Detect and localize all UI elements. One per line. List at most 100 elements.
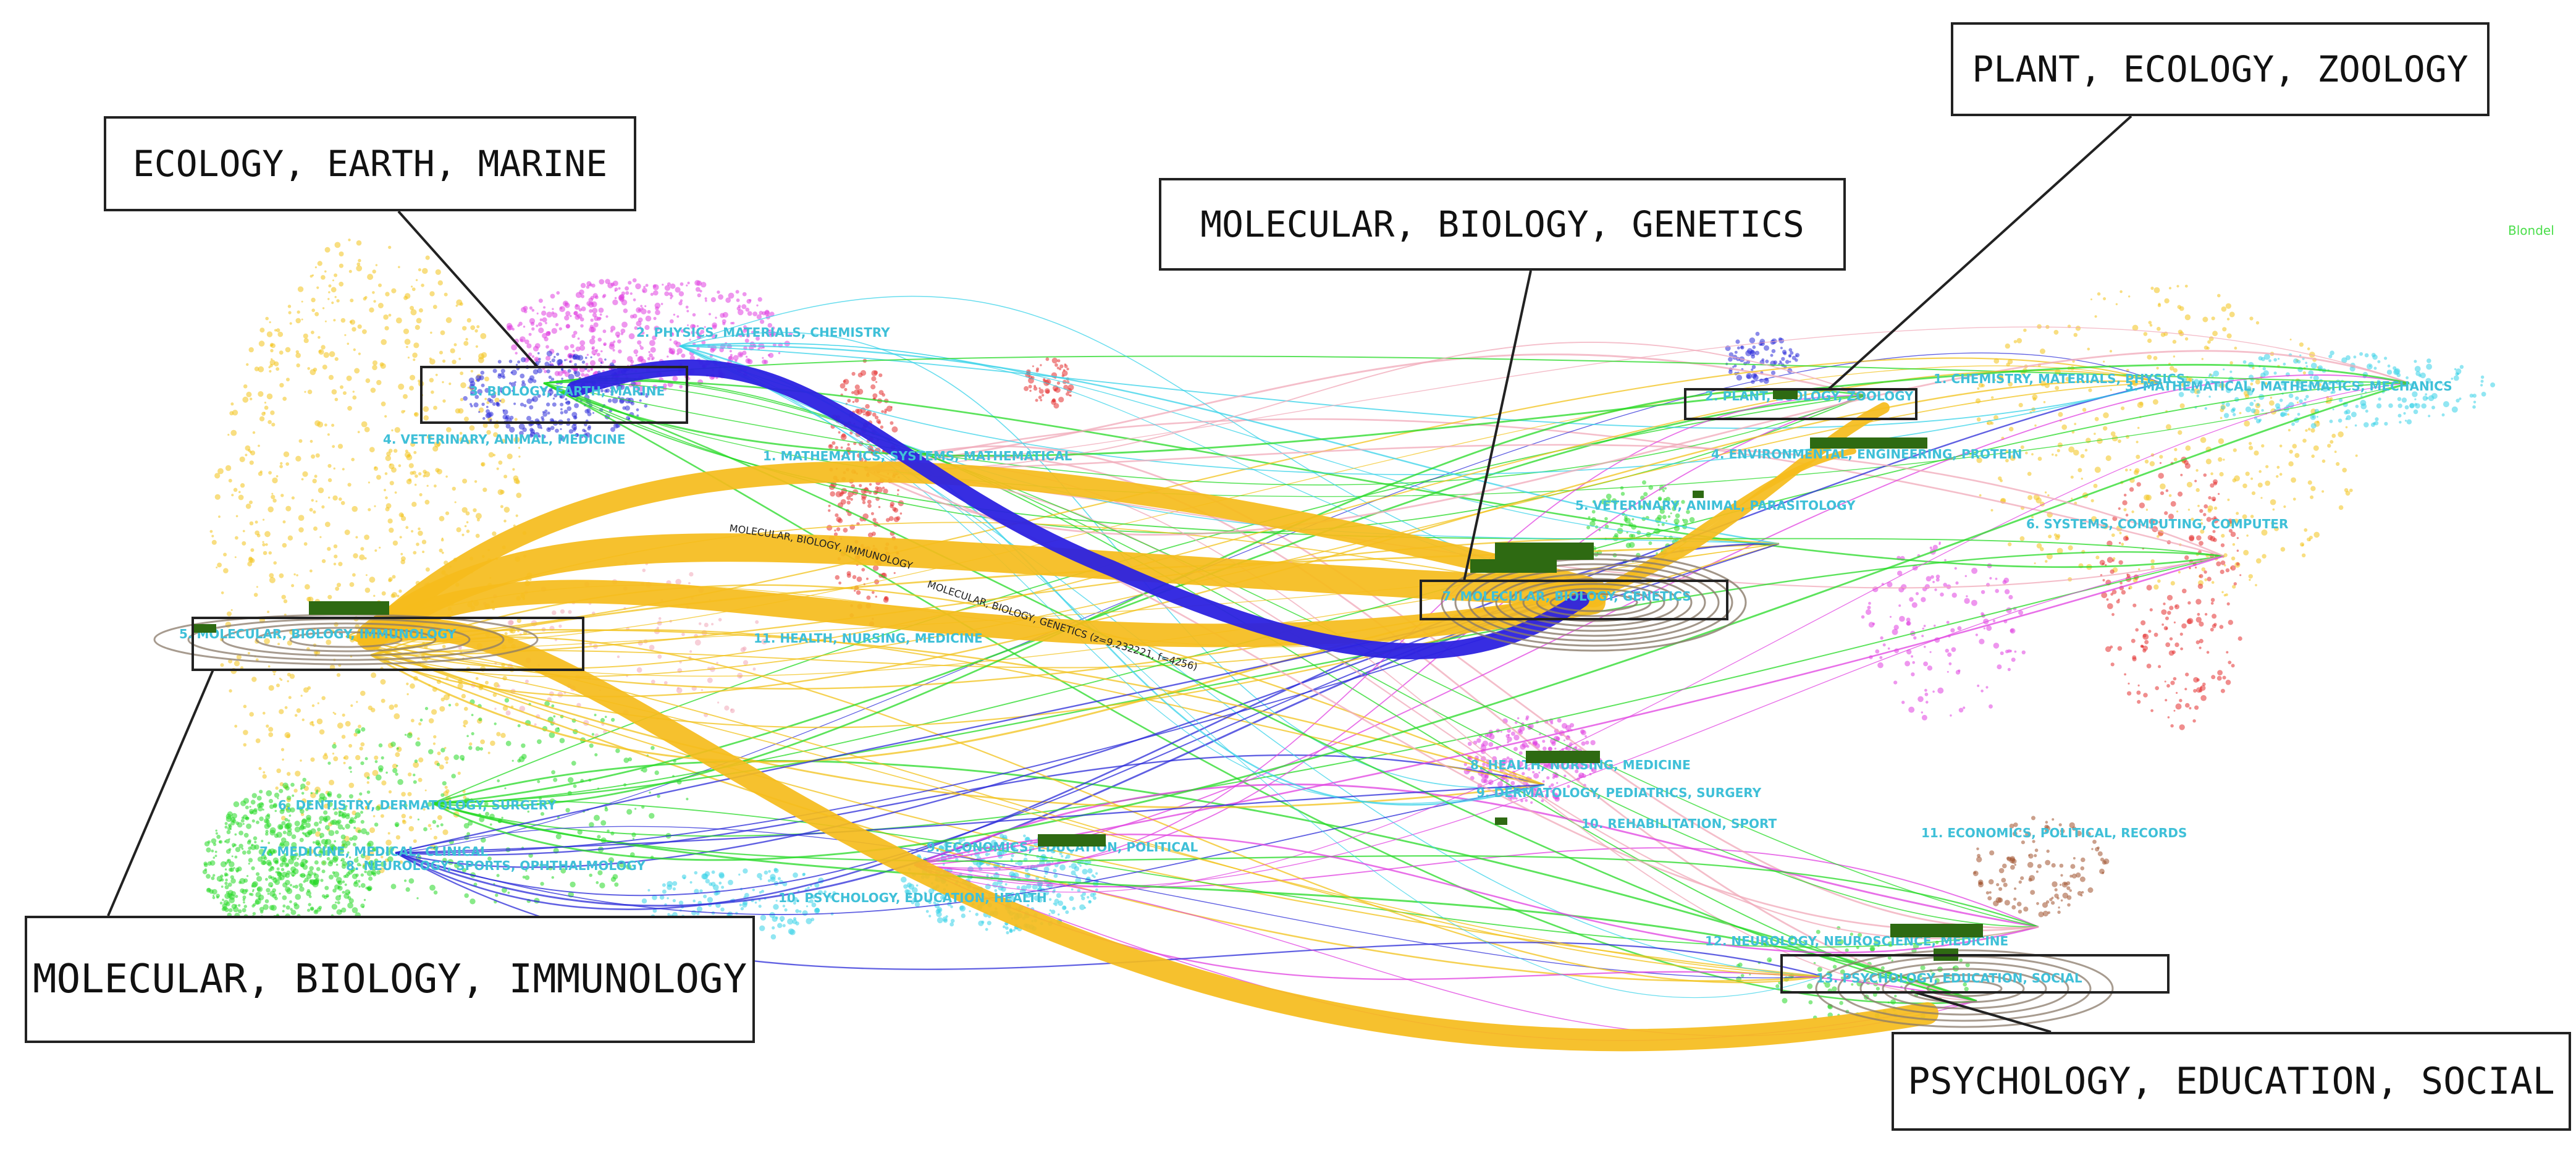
scatter-point [298,855,301,858]
scatter-point [460,754,465,760]
scatter-point [511,344,517,351]
scatter-point [555,323,559,327]
scatter-point [2150,559,2155,564]
scatter-point [2144,459,2149,464]
scatter-point [2111,533,2115,537]
scatter-point [523,403,527,408]
scatter-point [687,324,689,326]
scatter-point [470,405,473,408]
scatter-point [2002,580,2007,585]
scatter-point [2304,528,2308,532]
scatter-point [716,662,718,664]
scatter-point [561,378,563,380]
scatter-point [1995,589,1999,593]
scatter-point [230,875,234,879]
scatter-point [256,821,259,824]
scatter-point [324,270,327,273]
scatter-point [249,806,251,808]
scatter-point [321,345,326,350]
scatter-point [854,384,860,390]
scatter-point [549,361,552,363]
scatter-point [1745,350,1752,357]
scatter-point [390,741,396,747]
scatter-point [307,389,313,394]
scatter-point [809,899,814,903]
scatter-point [2213,506,2218,510]
scatter-point [869,483,872,486]
scatter-point [475,677,479,680]
scatter-point [2128,682,2130,685]
scatter-point [432,742,436,745]
scatter-point [214,473,221,479]
scatter-point [487,856,492,861]
scatter-point [743,325,747,329]
scatter-point [662,284,664,286]
scatter-point [453,343,457,347]
scatter-point [452,486,456,491]
scatter-point [2137,402,2144,408]
scatter-point [360,853,366,859]
scatter-point [245,816,250,821]
scatter-point [675,287,681,293]
scatter-point [333,871,340,878]
scatter-point [2107,603,2113,609]
scatter-point [2164,511,2168,515]
scatter-point [2329,420,2333,423]
scatter-point [760,319,765,324]
scatter-point [613,423,619,429]
scatter-point [2313,445,2319,451]
scatter-point [1951,593,1957,598]
scatter-point [2186,481,2193,488]
scatter-point [309,866,314,871]
scatter-point [881,410,885,413]
scatter-point [828,509,831,512]
scatter-point [234,724,238,728]
scatter-point [591,349,597,355]
scatter-point [618,287,621,290]
scatter-point [496,874,500,877]
scatter-point [554,371,560,376]
scatter-point [1868,602,1871,605]
scatter-point [2131,510,2134,513]
scatter-point [341,840,347,845]
scatter-point [2368,365,2372,367]
scatter-point [408,463,414,468]
scatter-point [334,811,338,816]
scatter-point [285,886,291,892]
scatter-point [692,324,696,329]
scatter-point [1059,368,1061,371]
scatter-point [2166,386,2168,388]
scatter-point [413,780,417,784]
scatter-point [359,792,363,796]
scatter-point [2094,315,2097,318]
scatter-point [1040,364,1042,366]
scatter-point [2231,664,2235,668]
scatter-point [1590,740,1596,746]
scatter-point [1938,541,1941,544]
scatter-point [672,881,678,886]
scatter-point [357,879,361,883]
scatter-point [692,899,696,903]
scatter-point [340,847,344,851]
scatter-point [373,594,376,597]
scatter-point [681,632,685,636]
scatter-point [2327,444,2331,448]
scatter-point [288,858,294,864]
scatter-point [1585,740,1589,745]
scatter-point [2338,505,2344,510]
scatter-point [2004,589,2010,594]
scatter-point [298,527,304,533]
scatter-point [2173,677,2177,681]
scatter-point [407,357,410,359]
scatter-point [319,821,322,824]
scatter-point [1926,701,1929,704]
scatter-point [220,663,224,667]
scatter-point [2216,561,2221,567]
scatter-point [1921,711,1923,714]
scatter-point [2225,402,2230,407]
scatter-point [2232,407,2236,412]
scatter-point [2016,338,2022,344]
scatter-point [312,724,315,727]
scatter-point [651,358,654,361]
scatter-point [1785,360,1790,364]
